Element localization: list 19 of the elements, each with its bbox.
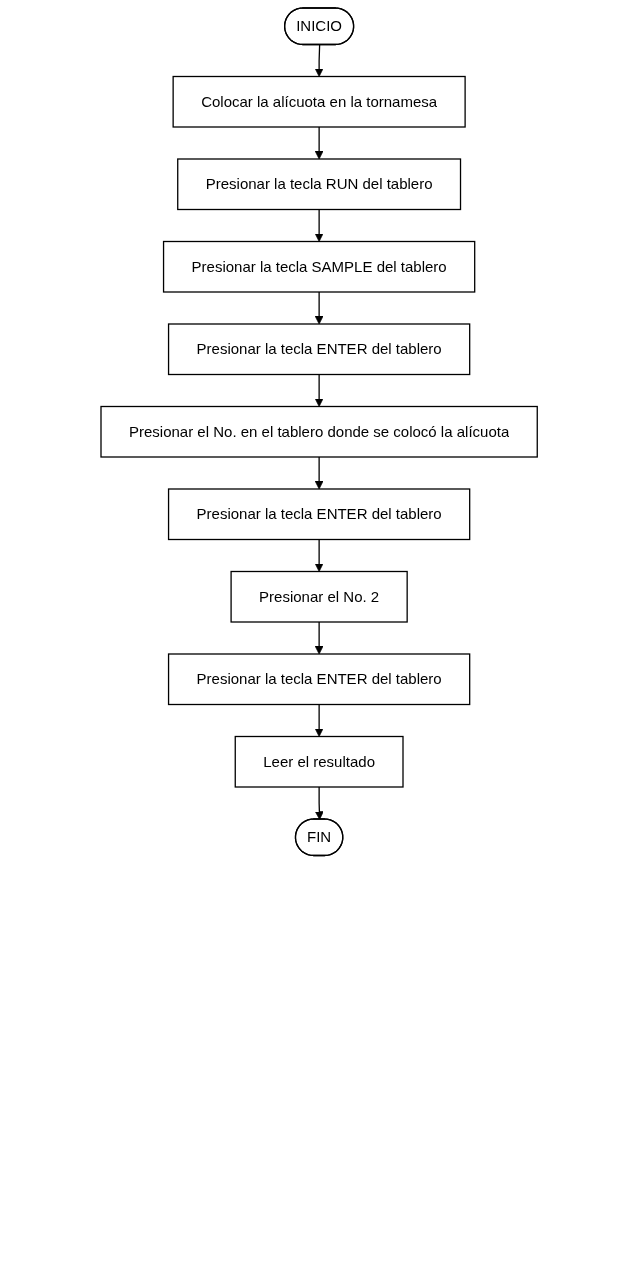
- arrow: [315, 291, 324, 325]
- node-box: Presionar la tecla ENTER del tablero: [168, 653, 471, 706]
- arrow: [315, 126, 324, 160]
- node-box: Presionar el No. 2: [230, 570, 409, 623]
- node-box: Presionar la tecla RUN del tablero: [177, 158, 462, 211]
- arrow: [315, 538, 324, 572]
- arrow: [315, 44, 324, 77]
- node-box: Leer el resultado: [235, 735, 405, 788]
- arrow: [315, 621, 324, 655]
- node-box: Presionar la tecla ENTER del tablero: [168, 488, 471, 541]
- arrow: [315, 208, 324, 242]
- arrow: [315, 373, 324, 407]
- node-box: Presionar la tecla ENTER del tablero: [168, 323, 471, 376]
- arrow: [315, 703, 324, 737]
- node-box: Presionar el No. en el tablero donde se colocó la alícuota: [100, 405, 539, 458]
- arrow: [315, 786, 325, 820]
- arrow: [315, 456, 324, 490]
- node-box: Presionar la tecla SAMPLE del tablero: [163, 240, 476, 293]
- node-box: Colocar la alícuota en la tornamesa: [172, 75, 467, 128]
